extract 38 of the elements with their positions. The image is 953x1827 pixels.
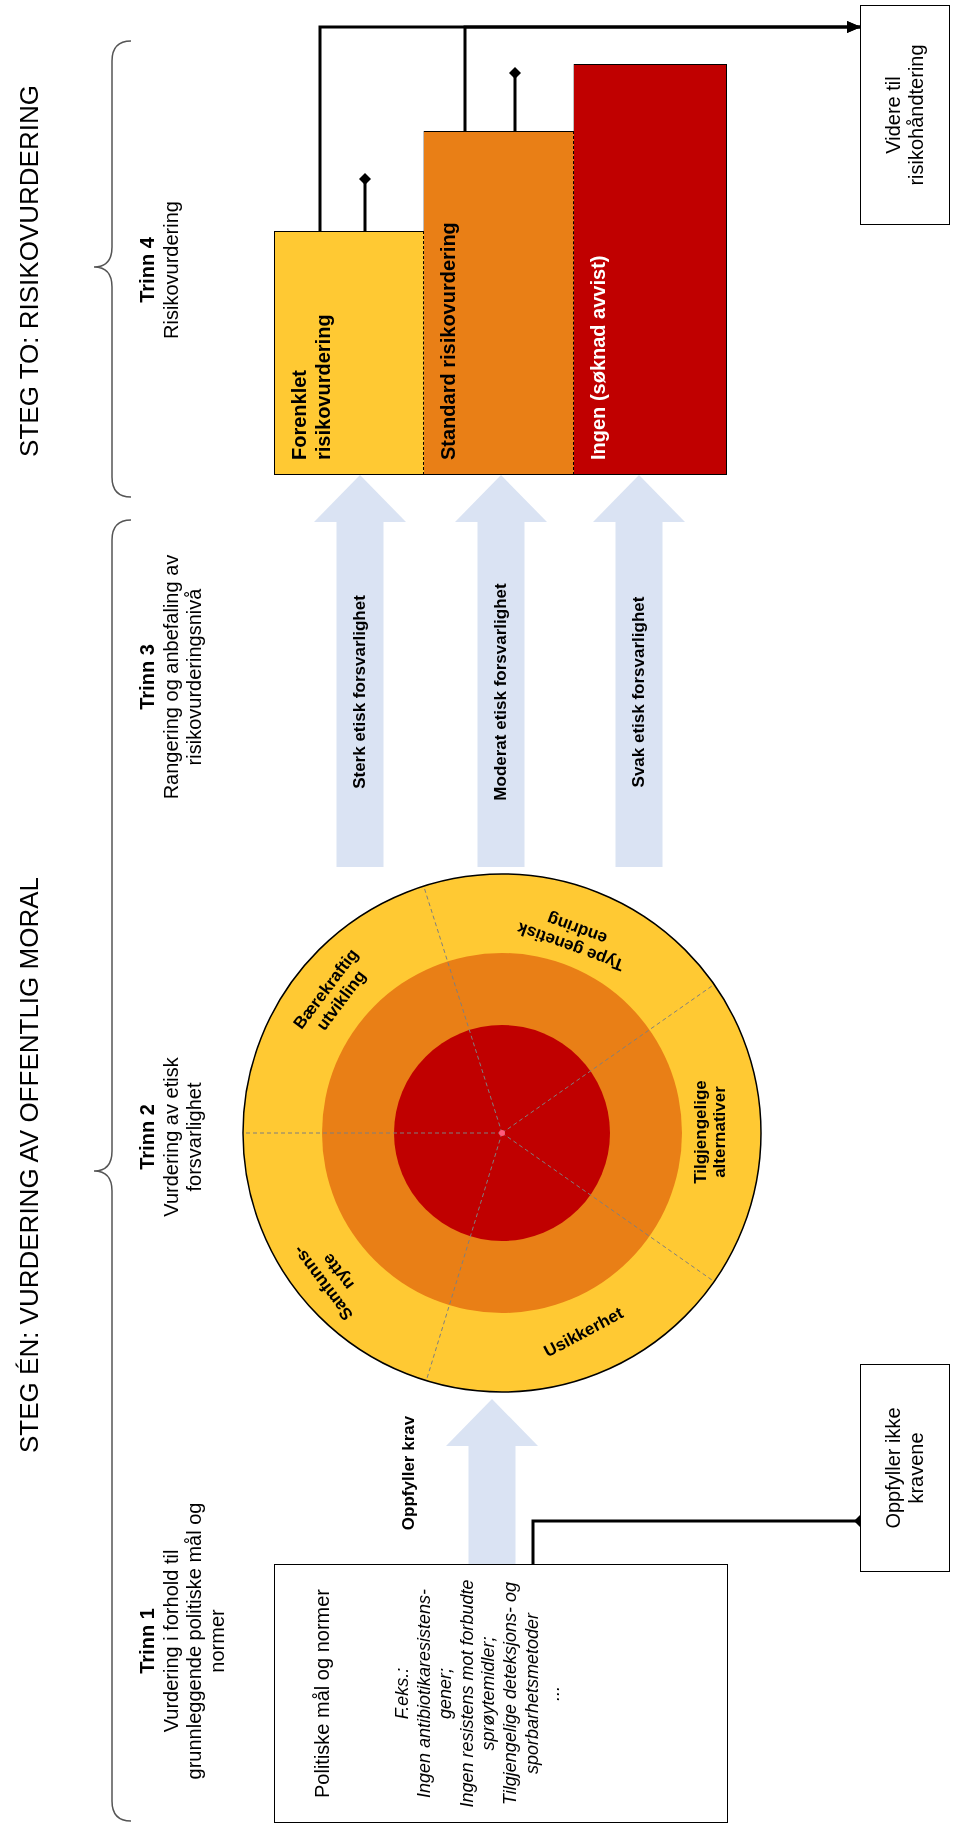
step-description: Vurdering i forhold til grunnleggende politiske mål og normer <box>160 1501 229 1782</box>
example-text: ... <box>543 1686 565 1701</box>
sector-label: Tilgjengelige alternativer <box>692 1079 730 1186</box>
block-arrow <box>446 1399 538 1564</box>
arrow <box>463 21 861 131</box>
step-heading: Trinn 2 <box>136 1104 159 1170</box>
box-text: Oppfyller ikke kravene <box>882 1406 928 1531</box>
bar-label: Standard risikovurdering <box>436 221 460 460</box>
block-arrow <box>593 475 685 867</box>
connector-line <box>359 173 371 231</box>
step-description: Vurdering av etisk forsvarlighet <box>160 1056 206 1219</box>
example-text: Ingen antibiotikaresistens- gener; <box>413 1587 457 1801</box>
section-title: STEG TO: RISIKOVURDERING <box>14 85 45 457</box>
edge-label: Svak etisk forsvarlighet <box>629 596 649 788</box>
assessment-bar <box>424 131 574 475</box>
step-heading: Trinn 4 <box>136 237 159 303</box>
bar-label: Forenklet risikovurdering <box>287 313 335 460</box>
step-description: Rangering og anbefaling av risikovurderingsnivå <box>160 553 206 802</box>
box-heading: Politiske mål og normer <box>311 1589 334 1798</box>
example-text: Ingen resistens mot forbudte sprøytemidler; <box>456 1578 500 1810</box>
section-title: STEG ÉN: VURDERING AV OFFENTLIG MORAL <box>14 877 45 1453</box>
edge-label: Oppfyller krav <box>399 1415 419 1531</box>
edge-label: Moderat etisk forsvarlighet <box>491 583 511 801</box>
bar-label: Ingen (søknad avvist) <box>586 254 610 460</box>
process-box <box>860 5 950 225</box>
connector-line <box>509 67 521 131</box>
example-text: F.eks.: <box>392 1667 413 1720</box>
assessment-bar <box>274 231 424 475</box>
step-description: Risikovurdering <box>160 201 183 339</box>
box-text: Videre til risikohåndtering <box>882 43 928 188</box>
step-heading: Trinn 1 <box>136 1608 159 1674</box>
edge-label: Sterk etisk forsvarlighet <box>350 595 370 789</box>
block-arrow <box>314 475 406 867</box>
process-box <box>860 1364 950 1572</box>
block-arrow <box>455 475 547 867</box>
step-heading: Trinn 3 <box>136 644 159 710</box>
assessment-bar <box>574 64 727 475</box>
process-box <box>274 1564 728 1823</box>
